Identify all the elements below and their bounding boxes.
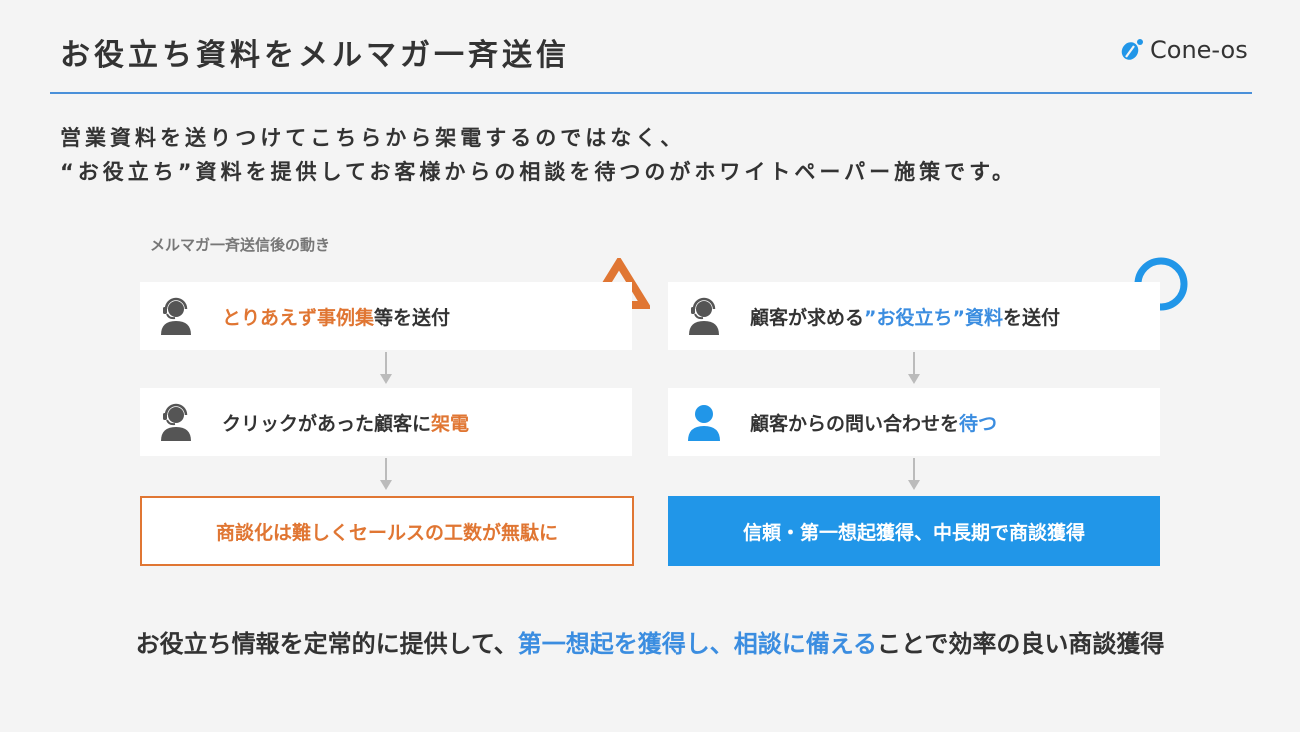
- right-step-send-helpful-docs: 顧客が求める”お役立ち”資料を送付: [668, 282, 1160, 350]
- summary-part-1: お役立ち情報を定常的に提供して、: [135, 630, 518, 658]
- user-icon: [686, 402, 722, 442]
- left-step1-highlight: とりあえず事例集: [222, 306, 375, 329]
- page-title: お役立ち資料をメルマガ一斉送信: [60, 38, 570, 73]
- headset-operator-icon: [158, 402, 194, 442]
- summary-highlight: 第一想起を獲得し、相談に備える: [517, 630, 878, 658]
- left-step2-text: クリックがあった顧客に: [222, 412, 432, 435]
- title-divider: [50, 92, 1252, 94]
- left-step1-text: 等を送付: [374, 306, 451, 329]
- right-step1-text-c: を送付: [1003, 306, 1061, 329]
- right-result-box: 信頼・第一想起獲得、中長期で商談獲得: [668, 496, 1160, 566]
- right-step2-highlight: 待つ: [959, 412, 998, 435]
- summary-statement: お役立ち情報を定常的に提供して、第一想起を獲得し、相談に備えることで効率の良い商…: [0, 624, 1300, 659]
- down-arrow-icon: [380, 458, 392, 490]
- left-result-box: 商談化は難しくセールスの工数が無駄に: [140, 496, 634, 566]
- lead-line-2: “お役立ち”資料を提供してお客様からの相談を待つのがホワイトペーパー施策です。: [60, 160, 1018, 184]
- left-step-call-clickers: クリックがあった顧客に架電: [140, 388, 632, 456]
- summary-part-3: ことで効率の良い商談獲得: [877, 630, 1165, 658]
- right-step2-text: 顧客からの問い合わせを: [750, 412, 960, 435]
- lead-line-1: 営業資料を送りつけてこちらから架電するのではなく、: [60, 126, 686, 150]
- right-step1-highlight: ”お役立ち”資料: [864, 306, 1003, 329]
- flow-section-label: メルマガ一斉送信後の動き: [150, 236, 331, 254]
- headset-operator-icon: [158, 296, 194, 336]
- brand-logo: Cone-os: [1120, 36, 1248, 64]
- leaf-dot-icon: [1121, 39, 1143, 60]
- down-arrow-icon: [908, 458, 920, 490]
- left-step-send-case-studies: とりあえず事例集等を送付: [140, 282, 632, 350]
- down-arrow-icon: [380, 352, 392, 384]
- logo-text: Cone-os: [1150, 36, 1248, 64]
- headset-operator-icon: [686, 296, 722, 336]
- down-arrow-icon: [908, 352, 920, 384]
- right-step-wait-inquiries: 顧客からの問い合わせを待つ: [668, 388, 1160, 456]
- left-step2-highlight: 架電: [431, 412, 470, 435]
- right-step1-text-a: 顧客が求める: [750, 306, 865, 329]
